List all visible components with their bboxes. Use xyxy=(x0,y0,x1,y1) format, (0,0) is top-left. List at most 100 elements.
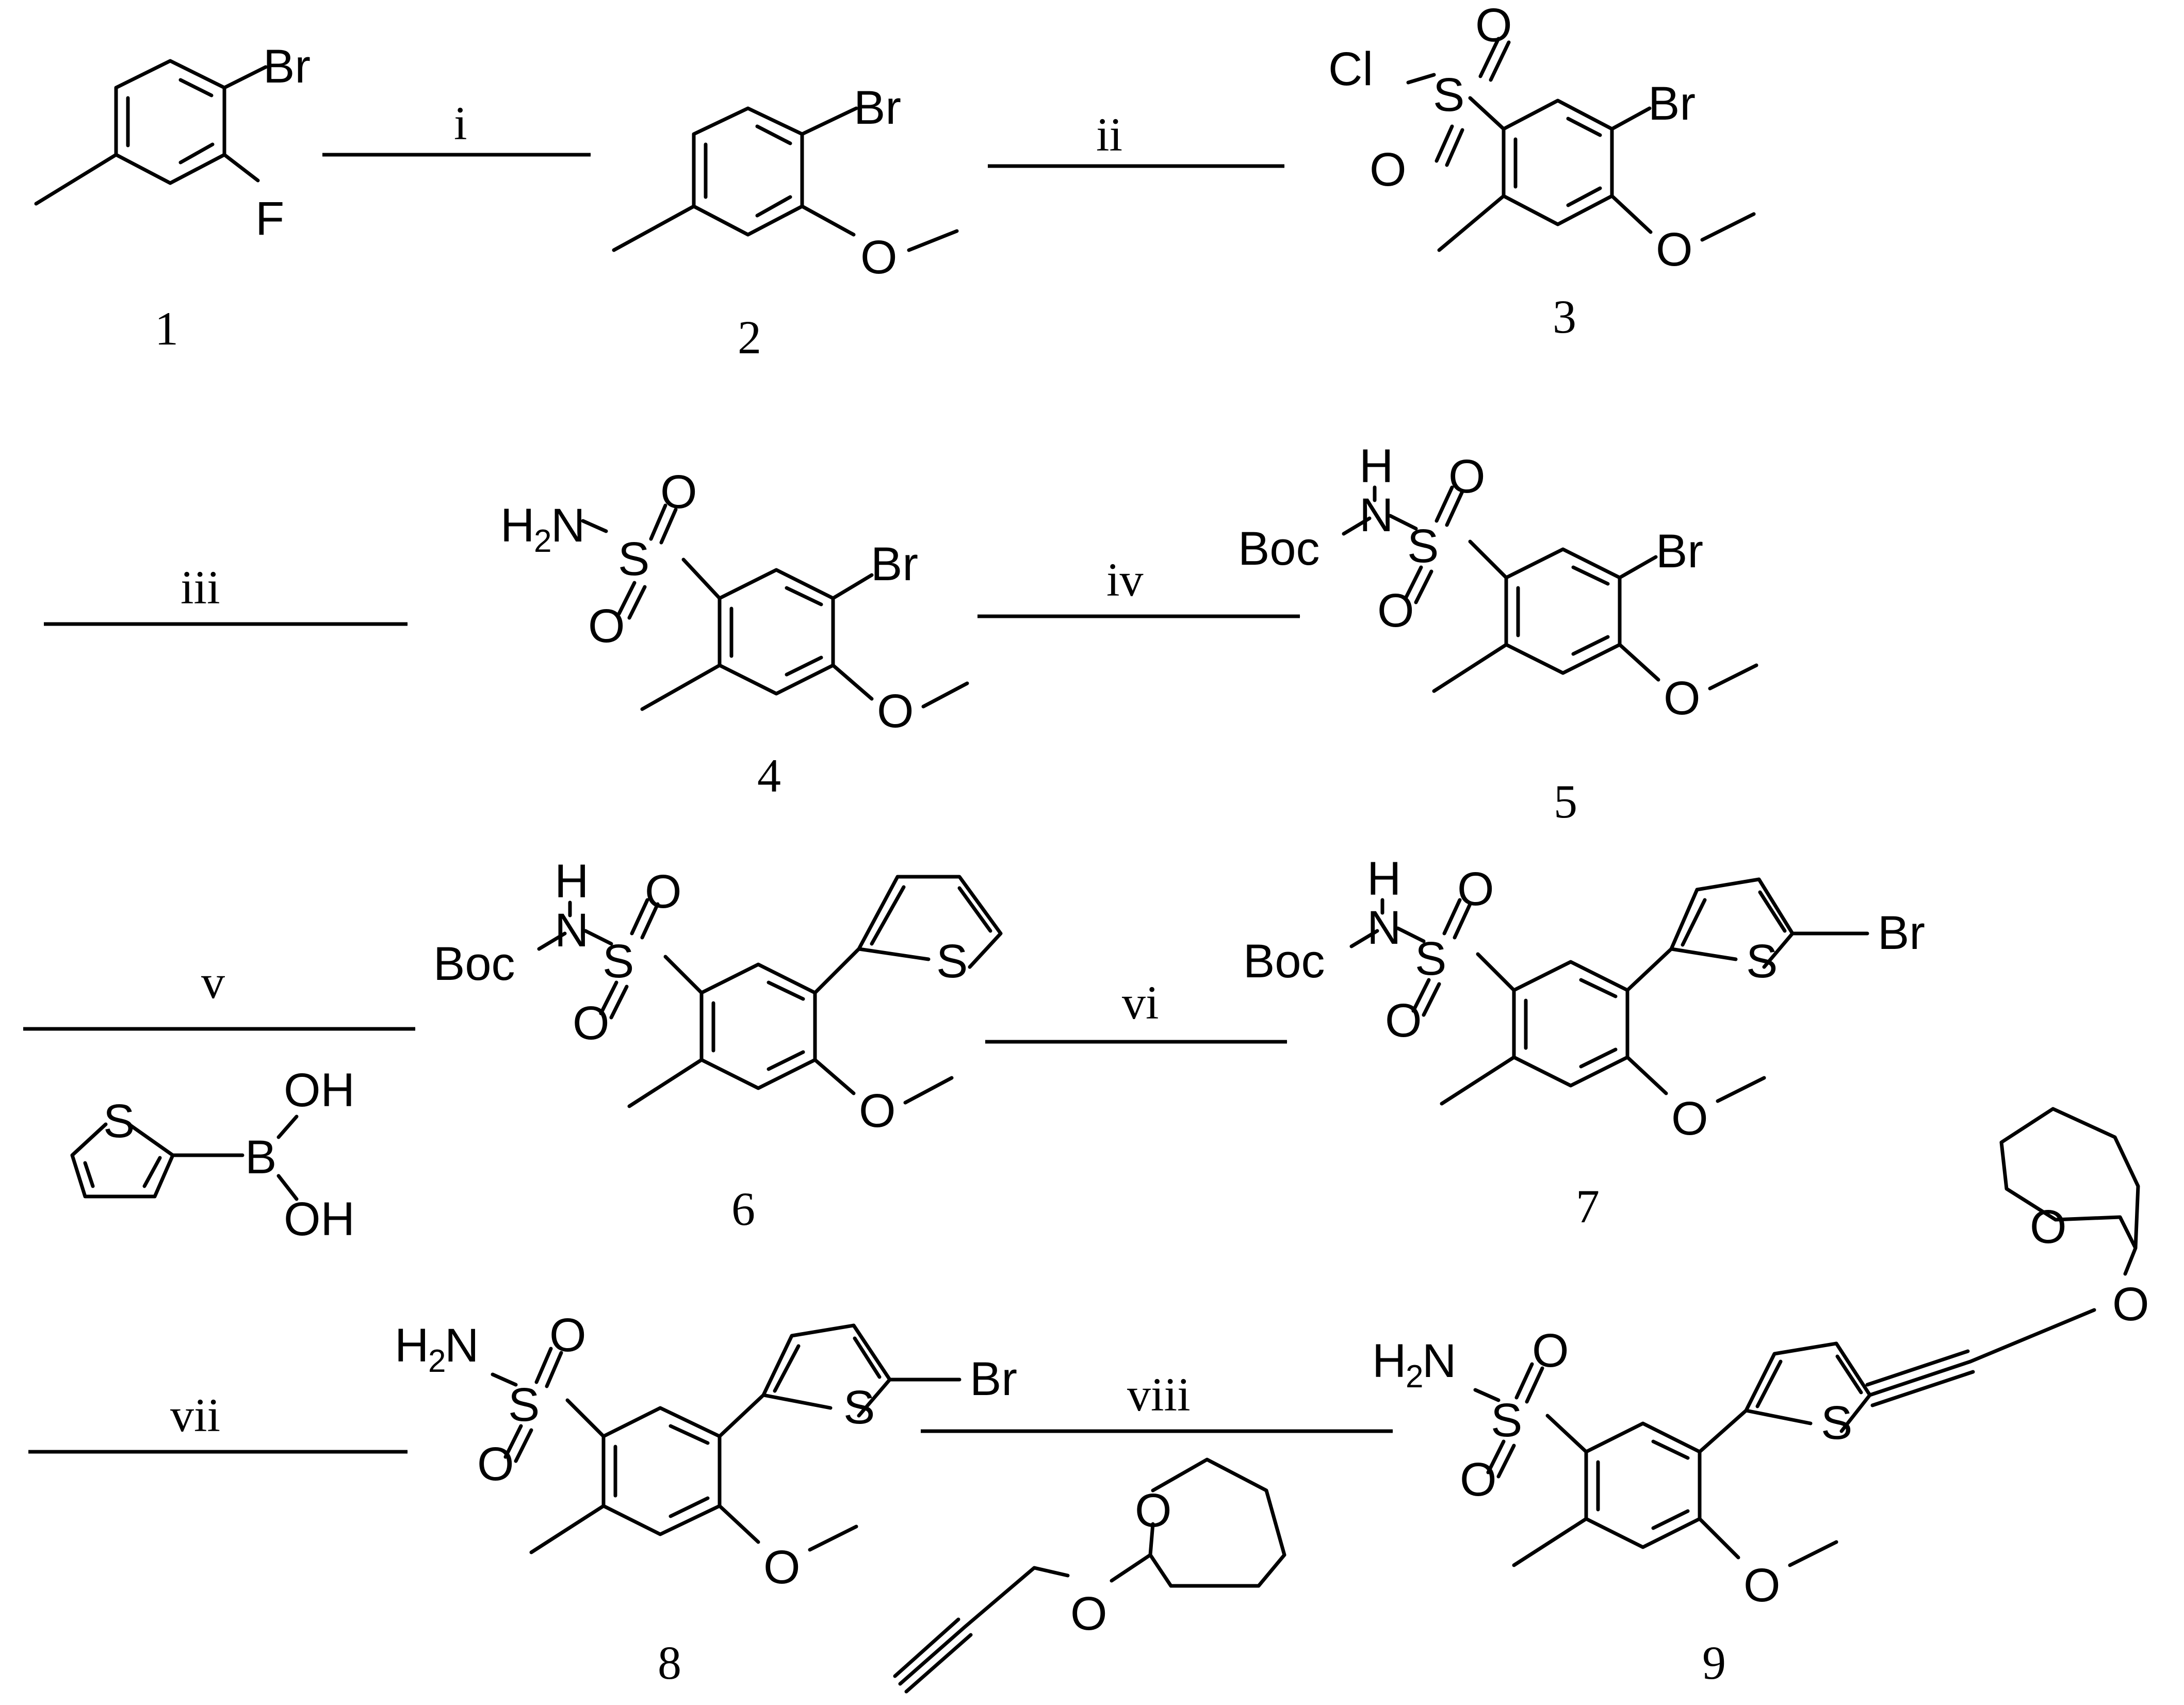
compound-9-o3-label: O xyxy=(1743,1559,1781,1612)
compound-1-br-label: Br xyxy=(263,40,311,93)
compound-2-bonds xyxy=(612,106,959,252)
compound-7-number: 7 xyxy=(1576,1180,1600,1233)
compound-7-s-label: S xyxy=(1415,932,1446,985)
compound-3-br-label: Br xyxy=(1648,77,1696,130)
compound-3-o3-label: O xyxy=(1656,223,1693,276)
compound-4-number: 4 xyxy=(757,749,781,802)
compound-7-br-label: Br xyxy=(1878,907,1925,959)
compound-8: H 2 N S O O S Br O 8 xyxy=(395,1309,1017,1689)
compound-8-s-label: S xyxy=(508,1379,540,1431)
step-vii-arrow: vii xyxy=(28,1389,408,1454)
step-i-label: i xyxy=(454,97,467,150)
thp-propargyl-bonds xyxy=(893,1457,1286,1694)
compound-8-h-sub: 2 xyxy=(428,1343,446,1379)
compound-9-n-label: N xyxy=(1422,1335,1456,1387)
compound-3-bonds xyxy=(1406,37,1756,252)
compound-7-n-label: N xyxy=(1367,901,1401,954)
compound-9-link-o-label: O xyxy=(2112,1278,2149,1331)
compound-9-bonds xyxy=(1473,1107,2140,1567)
compound-9-o1-label: O xyxy=(1532,1324,1569,1377)
compound-5-n-label: N xyxy=(1359,489,1393,542)
step-i-arrow: i xyxy=(322,97,591,157)
compound-4-br-label: Br xyxy=(871,538,918,591)
compound-3-cl-label: Cl xyxy=(1328,43,1373,95)
step-vii-label: vii xyxy=(170,1389,220,1441)
compound-3-o2-label: O xyxy=(1370,143,1407,196)
compound-5-o2-label: O xyxy=(1377,584,1414,637)
compound-9-thiophene-s-label: S xyxy=(1821,1397,1852,1449)
compound-3-s-label: S xyxy=(1433,69,1464,121)
compound-6-n-label: N xyxy=(555,904,589,957)
boronic-acid-s-label: S xyxy=(103,1095,135,1147)
compound-8-o3-label: O xyxy=(763,1541,801,1594)
compound-6-bonds xyxy=(537,875,1003,1108)
compound-8-number: 8 xyxy=(658,1636,681,1689)
compound-9-h-sub: 2 xyxy=(1406,1359,1423,1395)
compound-9-h-label: H xyxy=(1372,1335,1406,1387)
compound-4-o2-label: O xyxy=(588,600,625,652)
compound-5: H N Boc S O O Br O 5 xyxy=(1238,440,1758,828)
compound-3-o1-label: O xyxy=(1475,0,1512,52)
compound-1-number: 1 xyxy=(155,302,178,355)
compound-4: H 2 N S O O Br O 4 xyxy=(500,466,969,802)
compound-9: H 2 N S O O S O O O 9 xyxy=(1372,1107,2149,1689)
compound-6-number: 6 xyxy=(731,1183,755,1235)
reagent-thp-propargyl-ether: O O xyxy=(893,1457,1286,1694)
step-ii-label: ii xyxy=(1096,108,1122,161)
compound-8-o2-label: O xyxy=(477,1438,514,1490)
compound-8-o1-label: O xyxy=(549,1309,586,1362)
compound-3-number: 3 xyxy=(1553,290,1576,343)
step-iv-label: iv xyxy=(1106,553,1144,606)
compound-7-h-label: H xyxy=(1367,853,1401,905)
compound-6: H N Boc S O O S O 6 xyxy=(433,855,1003,1235)
compound-9-number: 9 xyxy=(1702,1636,1726,1689)
compound-4-o3-label: O xyxy=(877,685,914,737)
compound-6-s-label: S xyxy=(602,935,634,988)
compound-5-o1-label: O xyxy=(1448,450,1486,503)
compound-7-o3-label: O xyxy=(1671,1092,1708,1145)
compound-5-br-label: Br xyxy=(1656,525,1703,578)
step-vi-label: vi xyxy=(1122,976,1159,1029)
boronic-acid-oh1-label: OH xyxy=(284,1064,355,1117)
reagent-thiophene-boronic-acid: S B OH OH xyxy=(70,1064,355,1245)
compound-8-n-label: N xyxy=(445,1319,479,1372)
compound-5-h-label: H xyxy=(1359,440,1393,493)
boronic-acid-bonds xyxy=(70,1114,299,1201)
step-viii-arrow: viii xyxy=(921,1368,1393,1433)
compound-6-boc-label: Boc xyxy=(433,938,515,990)
compound-1: Br F 1 xyxy=(34,40,311,355)
step-viii-label: viii xyxy=(1127,1368,1191,1421)
compound-3: Cl S O O Br O 3 xyxy=(1328,0,1756,343)
compound-6-o1-label: O xyxy=(645,865,682,918)
compound-2: Br O 2 xyxy=(612,81,959,364)
step-ii-arrow: ii xyxy=(988,108,1285,168)
step-iii-arrow: iii xyxy=(44,561,408,626)
compound-4-h-label: H xyxy=(500,499,534,552)
step-v-label: v xyxy=(201,956,225,1008)
compound-1-bonds xyxy=(34,59,268,206)
step-v-arrow: v xyxy=(23,956,416,1031)
compound-6-thiophene-s-label: S xyxy=(936,935,968,988)
compound-9-s-label: S xyxy=(1491,1394,1522,1447)
compound-7-bonds xyxy=(1349,877,1869,1106)
compound-5-s-label: S xyxy=(1407,520,1439,572)
compound-5-o3-label: O xyxy=(1664,672,1701,725)
compound-8-br-label: Br xyxy=(970,1353,1017,1405)
step-vi-arrow: vi xyxy=(985,976,1287,1044)
compound-5-number: 5 xyxy=(1554,775,1577,828)
compound-4-o1-label: O xyxy=(660,466,697,518)
compound-9-thp-o-label: O xyxy=(2030,1201,2067,1253)
thp-propargyl-link-o-label: O xyxy=(1070,1587,1107,1640)
step-iii-label: iii xyxy=(181,561,220,614)
thp-propargyl-ring-o-label: O xyxy=(1135,1484,1172,1537)
compound-6-o3-label: O xyxy=(859,1085,896,1137)
compound-5-boc-label: Boc xyxy=(1238,522,1320,575)
compound-7-o2-label: O xyxy=(1385,994,1422,1047)
compound-4-s-label: S xyxy=(618,533,649,585)
compound-4-n-label: N xyxy=(551,499,585,552)
compound-8-thiophene-s-label: S xyxy=(843,1381,875,1434)
boronic-acid-b-label: B xyxy=(245,1131,276,1184)
compound-8-bonds xyxy=(491,1323,961,1554)
compound-7-boc-label: Boc xyxy=(1243,935,1325,988)
